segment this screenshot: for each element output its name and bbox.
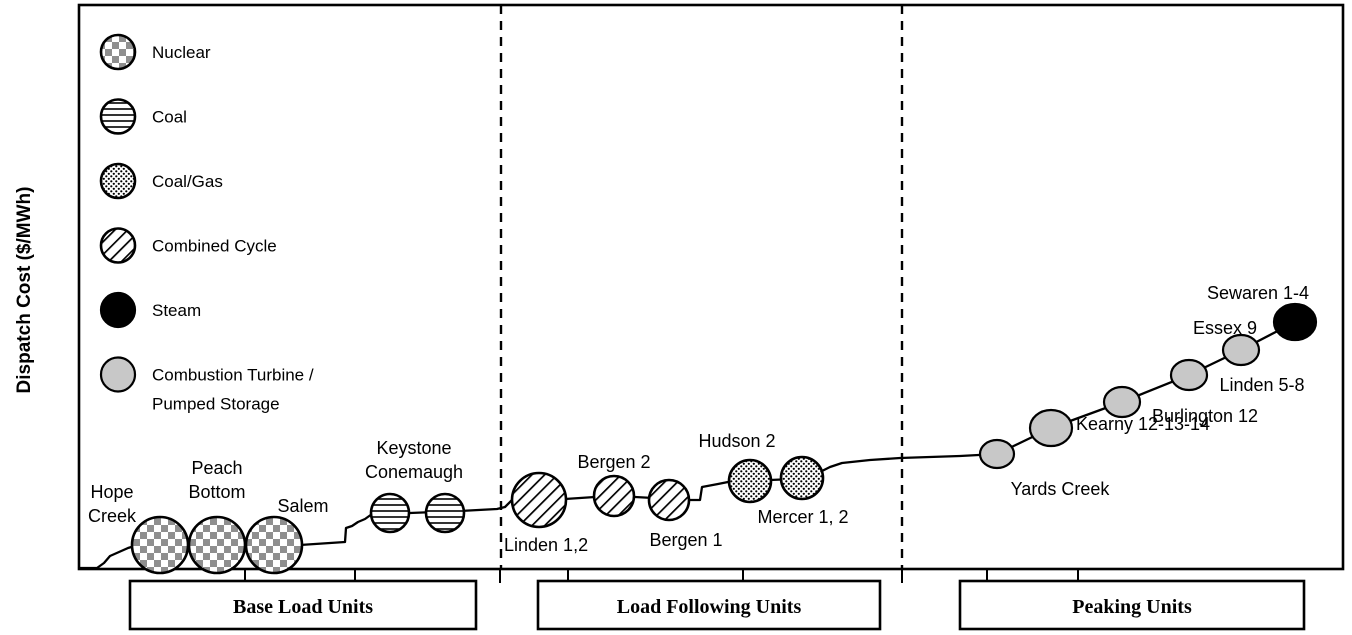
unit-label-yards-creek: Yards Creek xyxy=(1011,479,1111,499)
unit-label-hudson-2: Hudson 2 xyxy=(698,431,775,451)
unit-marker-linden-1-2[interactable] xyxy=(510,471,568,529)
legend-swatch-nuclear xyxy=(99,33,137,71)
unit-label-bergen-2: Bergen 2 xyxy=(577,452,650,472)
unit-label-hope-creek-line2: Creek xyxy=(88,506,137,526)
unit-label-essex-9: Essex 9 xyxy=(1193,318,1257,338)
legend-label-steam: Steam xyxy=(152,301,201,320)
legend-swatch-ct_pumped xyxy=(99,356,137,393)
unit-label-linden-1-2: Linden 1,2 xyxy=(504,535,588,555)
section-dividers xyxy=(499,5,904,568)
category-box-base_load xyxy=(128,579,478,631)
unit-marker-burlington-12[interactable] xyxy=(1102,385,1142,419)
category-boxes: Base Load Units Load Following Units Peaki… xyxy=(128,579,1306,631)
unit-marker-peach-bottom[interactable] xyxy=(187,515,247,575)
category-label-load_following: Load Following Units xyxy=(617,596,802,618)
unit-label-keystone: Keystone xyxy=(376,438,451,458)
plot-frame xyxy=(77,3,1345,571)
legend-label-ct_pumped-line2: Pumped Storage xyxy=(152,395,280,414)
unit-marker-keystone[interactable] xyxy=(369,492,411,534)
unit-label-peach-bottom-line2: Bottom xyxy=(188,482,245,502)
legend-label-coal_gas: Coal/Gas xyxy=(152,172,223,191)
unit-marker-bergen-1[interactable] xyxy=(647,478,691,522)
unit-markers-layer xyxy=(130,302,1318,575)
unit-marker-essex-9[interactable] xyxy=(1221,333,1261,367)
category-label-peaking: Peaking Units xyxy=(1072,596,1192,618)
unit-label-burlington-12: Burlington 12 xyxy=(1152,406,1258,426)
unit-marker-mercer-1-2[interactable] xyxy=(779,455,825,501)
unit-label-hope-creek: Hope xyxy=(90,482,133,502)
unit-marker-salem[interactable] xyxy=(244,515,304,575)
unit-marker-yards-creek[interactable] xyxy=(978,438,1016,470)
legend-swatch-combined_cycle xyxy=(99,227,137,264)
legend-label-combined_cycle: Combined Cycle xyxy=(152,237,277,256)
unit-marker-hope-creek[interactable] xyxy=(130,515,190,575)
y-axis-title: Dispatch Cost ($/MWh) xyxy=(14,187,35,394)
category-box-load_following xyxy=(536,579,882,631)
unit-label-salem: Salem xyxy=(277,496,328,516)
unit-marker-conemaugh[interactable] xyxy=(424,492,466,534)
unit-marker-hudson-2[interactable] xyxy=(727,458,773,504)
legend-label-coal: Coal xyxy=(152,108,187,127)
legend-swatch-coal_gas xyxy=(99,162,137,200)
unit-marker-kearny-12-13-14[interactable] xyxy=(1028,408,1074,448)
legend-label-nuclear: Nuclear xyxy=(152,43,211,62)
unit-label-mercer-1-2: Mercer 1, 2 xyxy=(757,507,848,527)
legend-label-ct_pumped: Combustion Turbine / xyxy=(152,366,314,385)
unit-label-sewaren-1-4: Sewaren 1-4 xyxy=(1207,283,1309,303)
category-box-peaking xyxy=(958,579,1306,631)
unit-label-conemaugh: Conemaugh xyxy=(365,462,463,482)
unit-marker-linden-5-8[interactable] xyxy=(1169,358,1209,392)
unit-label-kearny-12-13-14: Kearny 12-13-14 xyxy=(1076,414,1210,434)
legend-swatch-coal xyxy=(99,98,137,135)
unit-label-peach-bottom: Peach xyxy=(191,458,242,478)
unit-marker-sewaren-1-4[interactable] xyxy=(1272,302,1318,342)
unit-marker-bergen-2[interactable] xyxy=(592,474,636,518)
unit-label-bergen-1: Bergen 1 xyxy=(649,530,722,550)
unit-label-linden-5-8: Linden 5-8 xyxy=(1219,375,1304,395)
category-label-base_load: Base Load Units xyxy=(233,596,373,618)
legend-swatch-steam xyxy=(99,291,137,329)
